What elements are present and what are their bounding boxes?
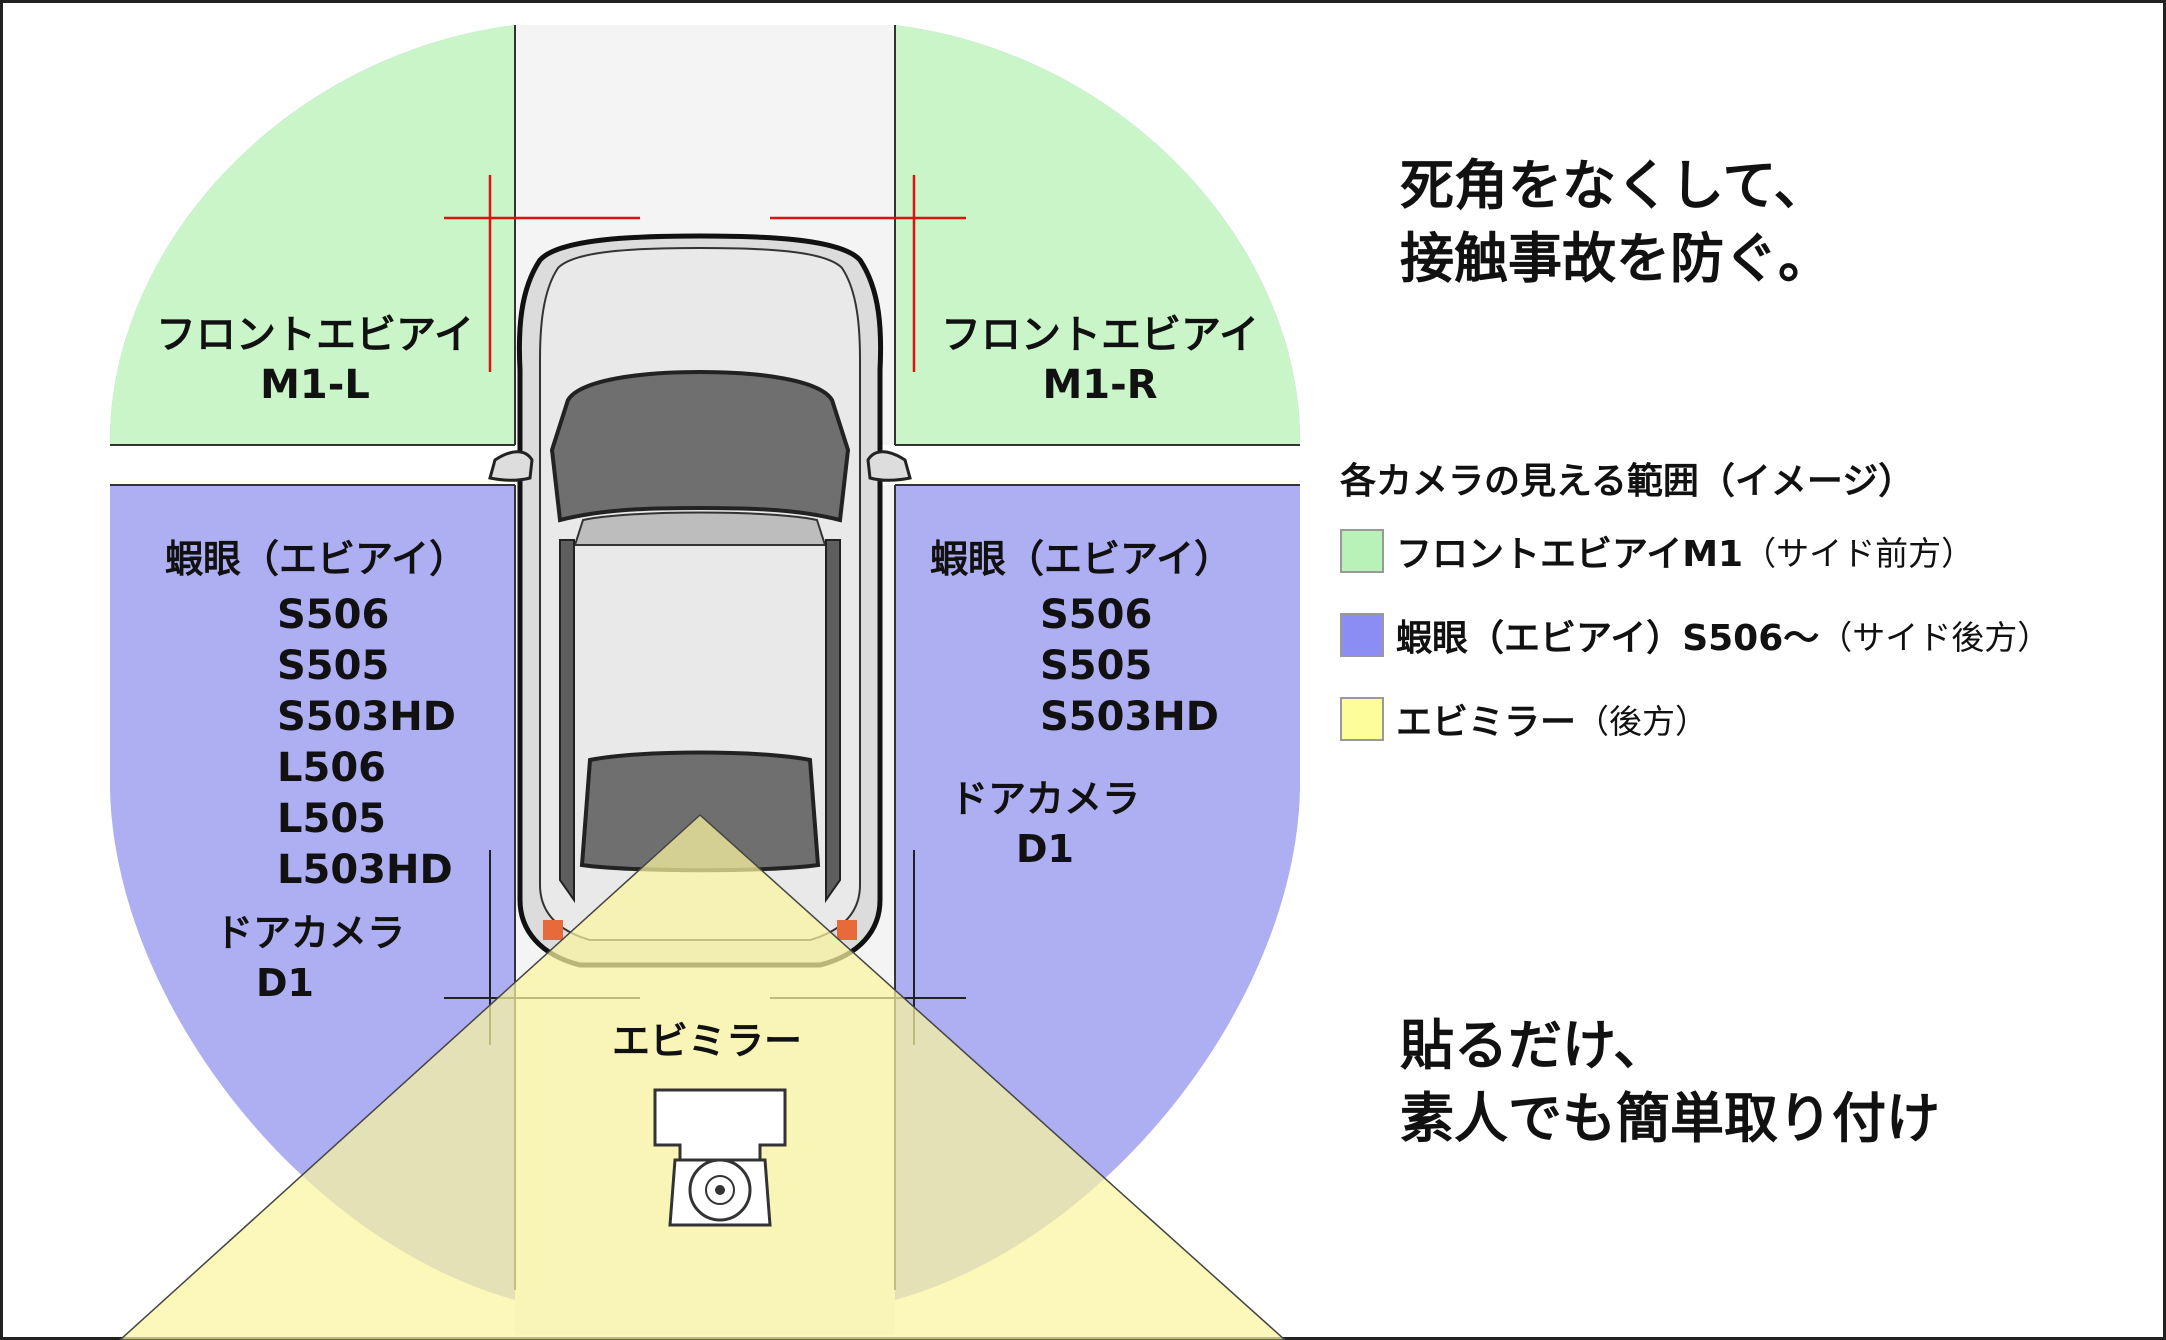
legend-sub: （サイド前方） (1743, 534, 1975, 573)
front-guide-lines (444, 175, 966, 372)
legend-swatch-front (1340, 529, 1384, 573)
coverage-legend: 各カメラの見える範囲（イメージ） フロントエビアイM1 （サイド前方） 蝦眼（エ… (1340, 452, 2050, 778)
left-side-zone-name: 蝦眼（エビアイ） (165, 537, 468, 581)
legend-item-rear: エビミラー （後方） (1340, 694, 2050, 744)
left-model-item: L506 (277, 745, 386, 791)
headline-bottom-line1: 貼るだけ、 (1400, 1014, 1668, 1077)
right-front-zone-model: M1-R (1042, 362, 1158, 408)
right-model-item: S506 (1040, 592, 1153, 638)
headline-top-line1: 死角をなくして、 (1400, 154, 1828, 217)
right-side-model-list: S506 S505 S503HD (1040, 590, 1219, 743)
legend-item-side: 蝦眼（エビアイ）S506～ （サイド後方） (1340, 610, 2050, 660)
right-front-zone-name: フロントエビアイ (941, 312, 1259, 358)
left-front-zone-name: フロントエビアイ (156, 312, 474, 358)
legend-title: 各カメラの見える範囲（イメージ） (1340, 461, 1915, 502)
left-model-item: S505 (277, 643, 390, 689)
left-model-item: S503HD (277, 694, 456, 740)
right-door-camera-label: ドアカメラ D1 (935, 780, 1155, 868)
headline-bottom: 貼るだけ、 素人でも簡単取り付け (1400, 1010, 1940, 1156)
legend-sub: （後方） (1576, 702, 1709, 741)
car-top-view (488, 233, 912, 968)
right-door-camera-name: ドアカメラ (949, 777, 1140, 821)
car-windshield (549, 369, 851, 523)
left-side-model-list: S506 S505 S503HD L506 L505 L503HD (277, 590, 456, 896)
mirror-camera-icon (653, 1088, 787, 1227)
legend-label: フロントエビアイM1 (1396, 534, 1744, 575)
right-front-zone-label: フロントエビアイ M1-R (930, 315, 1270, 405)
headline-top: 死角をなくして、 接触事故を防ぐ。 (1400, 150, 1832, 296)
right-model-item: S505 (1040, 643, 1153, 689)
left-front-zone-model: M1-L (260, 362, 370, 408)
headline-top-line2: 接触事故を防ぐ。 (1400, 226, 1832, 290)
right-side-zone-name: 蝦眼（エビアイ） (930, 537, 1233, 581)
legend-sub: （サイド後方） (1819, 618, 2051, 657)
legend-swatch-rear (1340, 697, 1384, 741)
legend-label: エビミラー (1396, 702, 1577, 743)
legend-label: 蝦眼（エビアイ）S506～ (1396, 618, 1820, 659)
left-model-item: S506 (277, 592, 390, 638)
legend-swatch-side (1340, 613, 1384, 657)
left-front-zone-label: フロントエビアイ M1-L (145, 315, 485, 405)
left-model-item: L503HD (277, 847, 453, 893)
right-model-item: S503HD (1040, 694, 1219, 740)
left-door-camera-label: ドアカメラ D1 (200, 914, 420, 1002)
right-door-camera-model: D1 (1016, 827, 1074, 871)
right-front-zone-shape (895, 25, 1300, 445)
left-door-camera-model: D1 (256, 961, 314, 1005)
left-door-camera-name: ドアカメラ (214, 911, 405, 955)
left-side-zone-label: 蝦眼（エビアイ） (165, 540, 467, 578)
rear-camera-cone (118, 813, 1287, 1340)
right-side-zone-label: 蝦眼（エビアイ） (930, 540, 1232, 578)
headline-bottom-line2: 素人でも簡単取り付け (1400, 1086, 1940, 1150)
car-rear-window (579, 750, 821, 873)
legend-item-front: フロントエビアイM1 （サイド前方） (1340, 526, 2050, 576)
left-front-zone-shape (110, 25, 515, 445)
left-model-item: L505 (277, 796, 386, 842)
rear-zone-label: エビミラー (612, 1019, 803, 1063)
